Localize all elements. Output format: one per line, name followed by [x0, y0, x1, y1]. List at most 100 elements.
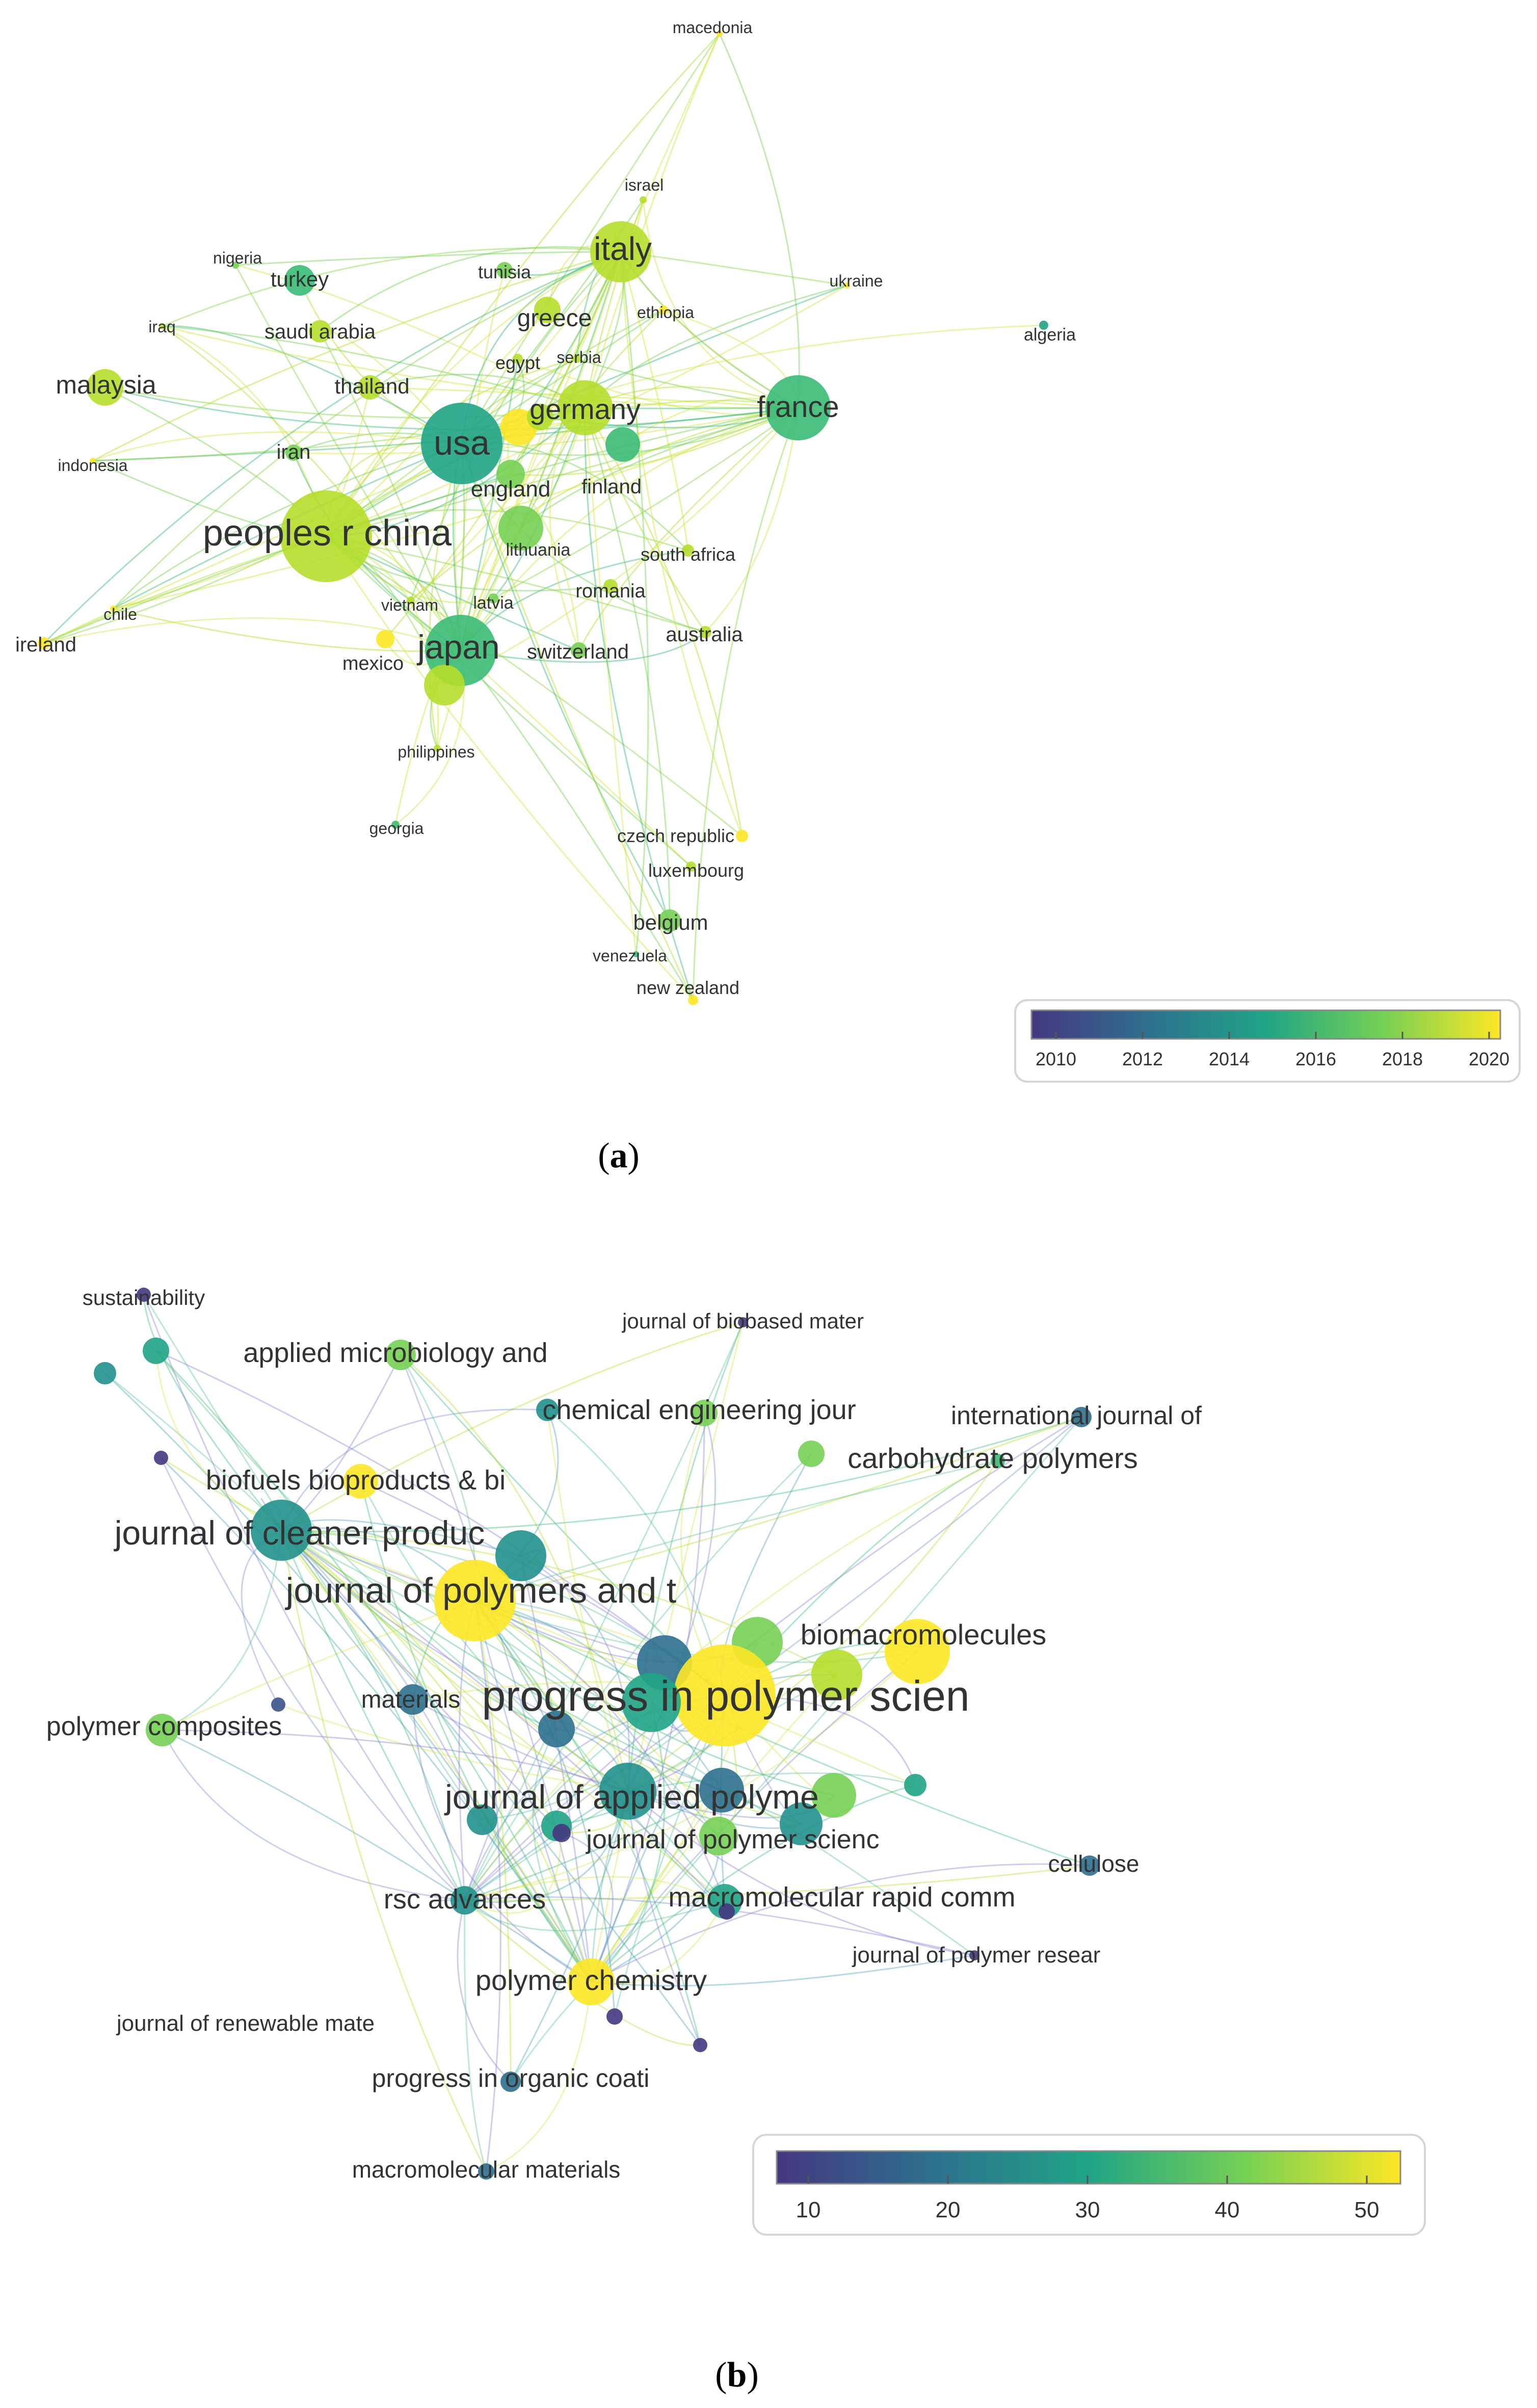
node-label-rsc-advances: rsc advances — [384, 1884, 546, 1915]
network-edge — [280, 1530, 466, 1901]
network-edge — [474, 1600, 701, 2046]
network-node — [280, 490, 372, 582]
node-label-usa: usa — [434, 424, 490, 462]
network-edge — [614, 1695, 726, 2017]
network-edge — [162, 1729, 592, 1983]
node-label-iran: iran — [277, 441, 311, 463]
network-edge — [510, 251, 622, 475]
network-node — [699, 1768, 744, 1813]
network-node — [682, 544, 694, 557]
network-node — [407, 596, 415, 605]
network-edge — [281, 1529, 975, 1956]
node-label-journal-of-polymer-scienc: journal of polymer scienc — [585, 1825, 879, 1854]
colorbar-tick-label: 10 — [796, 2197, 821, 2222]
network-node — [693, 2038, 707, 2052]
network-edge — [461, 443, 694, 1001]
network-node — [717, 31, 723, 37]
network-edge — [486, 1981, 592, 2173]
network-edge — [474, 1600, 512, 2082]
node-label-indonesia: indonesia — [58, 456, 128, 475]
panel-b-journal-network: sustainability journal of biobased mater… — [46, 1286, 1426, 2395]
network-node — [534, 297, 561, 323]
network-edge — [234, 265, 462, 651]
network-edge — [320, 246, 621, 332]
panel-a-nodes — [38, 31, 1048, 1005]
network-edge — [474, 1460, 998, 1602]
network-edge — [410, 251, 622, 601]
network-node — [622, 1673, 681, 1732]
network-node — [1039, 321, 1048, 330]
network-edge — [143, 1294, 282, 1531]
network-node — [605, 427, 640, 462]
network-node — [527, 404, 553, 430]
network-node — [478, 2163, 494, 2180]
node-label-switzerland: switzerland — [527, 641, 629, 663]
network-node — [991, 1454, 1005, 1468]
node-label-nigeria: nigeria — [213, 249, 262, 267]
node-label-iraq: iraq — [148, 318, 175, 336]
network-node — [719, 1903, 735, 1920]
network-edge — [620, 251, 847, 286]
panel-b-nodes — [94, 1288, 1100, 2180]
network-edge — [281, 1416, 1082, 1533]
node-label-tunisia: tunisia — [478, 261, 532, 282]
network-node — [904, 1774, 926, 1796]
node-label-journal-of-renewable-mate: journal of renewable mate — [116, 2011, 375, 2036]
network-node — [90, 458, 96, 464]
network-node — [568, 1958, 615, 2005]
network-node — [606, 2008, 623, 2025]
network-edge — [464, 1876, 727, 1913]
node-label-georgia: georgia — [369, 819, 424, 837]
network-node — [154, 1451, 168, 1465]
network-node — [496, 262, 513, 278]
network-node — [495, 1530, 546, 1581]
network-edge — [627, 1772, 916, 1792]
node-label-macromolecular-materials: macromolecular materials — [352, 2156, 621, 2183]
panel-b-labels: sustainability journal of biobased mater… — [46, 1286, 1202, 2183]
network-edge — [461, 33, 721, 444]
network-edge — [474, 1600, 1090, 1867]
network-node — [398, 1684, 428, 1715]
network-node — [159, 323, 165, 329]
network-node — [640, 196, 647, 203]
network-edge — [360, 1481, 628, 1792]
network-node — [811, 1650, 862, 1700]
network-edge — [620, 251, 649, 955]
network-node — [699, 626, 711, 638]
colorbar-tick-label: 2012 — [1122, 1049, 1163, 1069]
network-edge — [591, 1836, 720, 1983]
network-edge — [590, 1790, 723, 1982]
network-edge — [410, 407, 586, 601]
node-label-israel: israel — [625, 176, 664, 194]
node-label-ethiopia: ethiopia — [637, 303, 694, 322]
colorbar-tick-label: 2014 — [1209, 1049, 1250, 1069]
network-node — [674, 1644, 776, 1746]
network-edge — [474, 1600, 592, 1982]
network-edge — [460, 650, 694, 1001]
network-node — [633, 951, 639, 957]
network-node — [343, 1464, 378, 1499]
network-edge — [104, 1372, 592, 1982]
network-edge — [280, 1529, 483, 1820]
network-edge — [92, 251, 621, 462]
network-edge — [43, 407, 799, 644]
network-edge — [162, 325, 462, 651]
network-edge — [326, 407, 799, 537]
node-label-algeria: algeria — [1024, 325, 1076, 345]
network-edge — [143, 1294, 466, 1901]
network-edge — [591, 1954, 975, 1987]
colorbar-tick-label: 2016 — [1295, 1049, 1336, 1069]
node-label-lithuania: lithuania — [506, 540, 571, 560]
network-edge — [155, 1350, 592, 1982]
network-edge — [113, 608, 461, 652]
network-edge — [584, 407, 694, 1001]
network-edge — [532, 1729, 592, 1982]
network-edge — [464, 1453, 812, 1901]
network-edge — [428, 443, 463, 749]
network-node — [573, 355, 581, 363]
network-edge — [326, 535, 579, 651]
node-label-applied-microbiology-and: applied microbiology and — [243, 1338, 547, 1368]
network-node — [1071, 1407, 1092, 1427]
network-edge — [161, 1730, 465, 1901]
